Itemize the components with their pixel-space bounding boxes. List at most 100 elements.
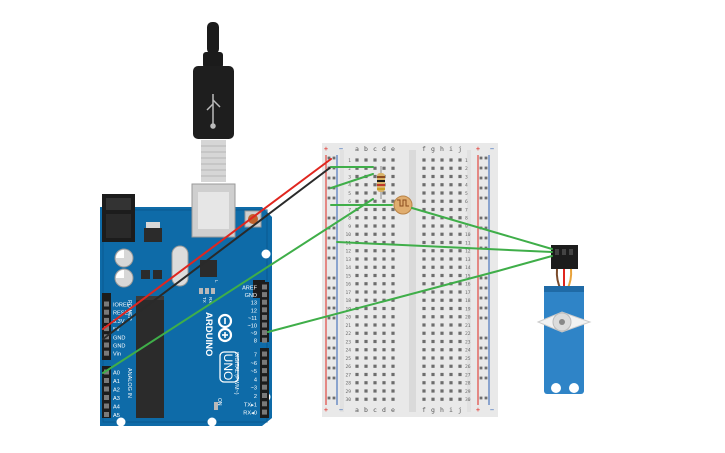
breadboard-hole xyxy=(364,331,368,335)
breadboard-hole xyxy=(382,315,386,319)
servo-connector xyxy=(551,245,578,269)
breadboard-hole xyxy=(431,183,435,187)
rail-hole xyxy=(327,336,331,340)
breadboard-hole xyxy=(391,240,395,245)
breadboard-hole xyxy=(431,306,435,311)
breadboard-hole xyxy=(364,348,368,352)
breadboard-hole xyxy=(364,323,368,327)
row-number: 29 xyxy=(465,389,471,395)
rail-hole xyxy=(327,156,331,160)
uno-badge: UNO xyxy=(219,351,239,383)
rail-hole xyxy=(479,256,483,260)
rail-hole xyxy=(484,286,488,290)
breadboard-hole xyxy=(440,339,444,344)
breadboard-hole xyxy=(422,224,426,228)
breadboard-hole xyxy=(373,183,377,187)
row-number: 26 xyxy=(345,364,351,370)
breadboard-hole xyxy=(373,348,377,352)
breadboard-hole xyxy=(449,389,453,393)
breadboard-hole xyxy=(458,315,462,319)
breadboard-hole xyxy=(422,290,426,294)
breadboard-hole xyxy=(382,306,386,311)
rail-hole xyxy=(327,286,331,290)
breadboard-hole xyxy=(422,216,426,220)
breadboard-hole xyxy=(422,381,426,385)
rail-hole xyxy=(479,336,483,340)
breadboard-hole xyxy=(458,257,462,261)
breadboard-hole xyxy=(382,397,386,401)
breadboard-hole xyxy=(373,257,377,261)
breadboard-hole xyxy=(355,356,359,360)
column-letter: g xyxy=(431,145,435,153)
breadboard-hole xyxy=(440,348,444,352)
rail-hole xyxy=(327,296,331,300)
breadboard-hole xyxy=(373,166,377,170)
pin-label: A0 xyxy=(113,371,120,377)
breadboard-hole xyxy=(391,323,395,327)
breadboard-hole xyxy=(391,389,395,393)
header-pin xyxy=(262,314,267,320)
column-letter: j xyxy=(458,145,462,153)
breadboard-hole xyxy=(458,339,462,344)
breadboard-hole xyxy=(449,364,453,368)
row-number: 24 xyxy=(345,348,351,354)
breadboard-hole xyxy=(355,265,359,269)
header-pin xyxy=(262,307,267,313)
row-number: 12 xyxy=(465,249,471,255)
pin-label: 5V xyxy=(113,327,120,333)
breadboard-hole xyxy=(373,191,377,195)
breadboard-hole xyxy=(440,265,444,269)
wire-5v-red xyxy=(102,158,332,330)
pin-label: 13 xyxy=(251,301,257,307)
pin-label: A4 xyxy=(113,405,120,411)
header-pin xyxy=(104,317,109,323)
breadboard-hole xyxy=(391,166,395,170)
wire-rail-servo-green xyxy=(336,241,553,253)
row-number: 17 xyxy=(345,290,351,296)
row-number: 8 xyxy=(465,216,468,222)
wire-ldr-servo-green xyxy=(411,207,553,250)
column-letter: e xyxy=(391,145,395,153)
breadboard-hole xyxy=(382,240,386,245)
rail-hole xyxy=(479,346,483,350)
mounting-hole xyxy=(116,417,126,427)
breadboard-hole xyxy=(382,339,386,344)
column-letter: b xyxy=(364,406,368,414)
row-number: 26 xyxy=(465,364,471,370)
breadboard-hole xyxy=(449,298,453,302)
breadboard-hole xyxy=(458,183,462,187)
breadboard-hole xyxy=(431,372,435,377)
rail-hole xyxy=(327,346,331,350)
rail-hole xyxy=(484,306,488,310)
breadboard-hole xyxy=(391,158,395,162)
breadboard-hole xyxy=(422,240,426,245)
rail-hole xyxy=(327,316,331,320)
breadboard-hole xyxy=(391,183,395,187)
breadboard-hole xyxy=(373,372,377,377)
rail-hole xyxy=(332,256,336,260)
rail-hole xyxy=(484,296,488,300)
breadboard-hole xyxy=(364,315,368,319)
breadboard-hole xyxy=(422,323,426,327)
breadboard-hole xyxy=(431,240,435,245)
breadboard-hole xyxy=(431,265,435,269)
column-letter: d xyxy=(382,145,386,153)
breadboard-hole xyxy=(355,158,359,162)
breadboard-hole xyxy=(431,224,435,228)
row-number: 7 xyxy=(348,207,351,213)
breadboard-hole xyxy=(373,199,377,203)
column-letter: a xyxy=(355,145,359,153)
breadboard-hole xyxy=(355,273,359,278)
row-number: 10 xyxy=(465,232,471,238)
row-number: 19 xyxy=(465,306,471,312)
column-letter: c xyxy=(373,406,377,414)
rail-hole xyxy=(479,166,483,170)
breadboard-hole xyxy=(449,397,453,401)
breadboard-hole xyxy=(431,331,435,335)
header-pin xyxy=(104,326,109,332)
pin-label: TX▸1 xyxy=(244,402,257,408)
column-letter: d xyxy=(382,406,386,414)
breadboard-hole xyxy=(355,381,359,385)
breadboard-hole xyxy=(391,282,395,286)
column-letter: f xyxy=(422,406,426,414)
